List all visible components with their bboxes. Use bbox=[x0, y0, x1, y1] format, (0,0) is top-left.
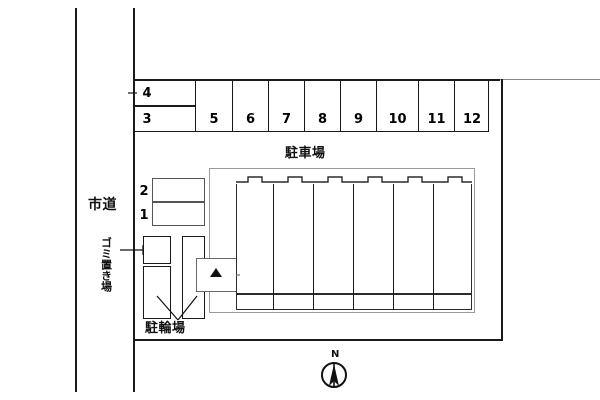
parking-stall-7-number[interactable]: 7 bbox=[281, 112, 292, 127]
stall-divider-8-9 bbox=[340, 80, 342, 132]
corridor-divider-2 bbox=[313, 294, 315, 310]
road-outer-edge-line bbox=[75, 8, 77, 392]
stall-divider-10-11 bbox=[418, 80, 420, 132]
parking-stall-1[interactable] bbox=[152, 202, 205, 226]
compass-circle bbox=[321, 362, 347, 388]
stall-divider-6-7 bbox=[268, 80, 270, 132]
compass-north-label: N bbox=[331, 349, 340, 360]
parking-stall-6-number[interactable]: 6 bbox=[245, 112, 256, 127]
property-boundary-bottom bbox=[133, 339, 503, 341]
parking-stall-11-number[interactable]: 11 bbox=[427, 112, 446, 127]
building-unit-divider-5 bbox=[433, 182, 435, 294]
label-garbage-area: ゴミ置き場 bbox=[99, 237, 113, 292]
building-unit-divider-2 bbox=[313, 182, 315, 294]
property-boundary-left bbox=[133, 8, 135, 392]
parking-stall-10-number[interactable]: 10 bbox=[388, 112, 407, 127]
garbage-collection-area[interactable] bbox=[143, 236, 171, 264]
stall-divider-5-6 bbox=[232, 80, 234, 132]
parking-stall-1-number: 1 bbox=[139, 208, 149, 223]
label-city-road: 市道 bbox=[88, 197, 117, 213]
parking-stall-3[interactable] bbox=[134, 106, 196, 132]
parking-stall-3-number: 3 bbox=[142, 112, 152, 127]
corridor-divider-4 bbox=[393, 294, 395, 310]
corridor-divider-3 bbox=[353, 294, 355, 310]
building-unit-divider-1 bbox=[273, 182, 275, 294]
building-unit-divider-3 bbox=[353, 182, 355, 294]
property-boundary-top-extension bbox=[500, 79, 600, 81]
parking-stall-5-number[interactable]: 5 bbox=[209, 112, 219, 127]
parking-stall-8-number[interactable]: 8 bbox=[317, 112, 328, 127]
label-bicycle-parking: 駐輪場 bbox=[145, 321, 186, 336]
property-boundary-top bbox=[133, 79, 500, 81]
parking-stall-2[interactable] bbox=[152, 178, 205, 202]
parking-stall-4[interactable] bbox=[134, 80, 196, 106]
parking-stall-4-number: 4 bbox=[142, 86, 152, 101]
label-parking-lot: 駐車場 bbox=[285, 146, 326, 161]
parking-stall-9-number[interactable]: 9 bbox=[353, 112, 364, 127]
stall-divider-11-12 bbox=[454, 80, 456, 132]
compass-rose-icon bbox=[321, 362, 347, 388]
entrance-direction-triangle-icon bbox=[210, 268, 222, 277]
bicycle-parking-block-left[interactable] bbox=[143, 266, 171, 319]
corridor-divider-5 bbox=[433, 294, 435, 310]
building-unit-divider-4 bbox=[393, 182, 395, 294]
stall-divider-7-8 bbox=[304, 80, 306, 132]
compass-needle-west-half bbox=[329, 364, 334, 386]
parking-stall-2-number: 2 bbox=[139, 184, 149, 199]
corridor-divider-1 bbox=[273, 294, 275, 310]
stall-divider-9-10 bbox=[376, 80, 378, 132]
property-boundary-right bbox=[501, 79, 503, 341]
parking-stall-12-number[interactable]: 12 bbox=[462, 112, 482, 127]
compass-needle-east-half bbox=[334, 364, 339, 386]
